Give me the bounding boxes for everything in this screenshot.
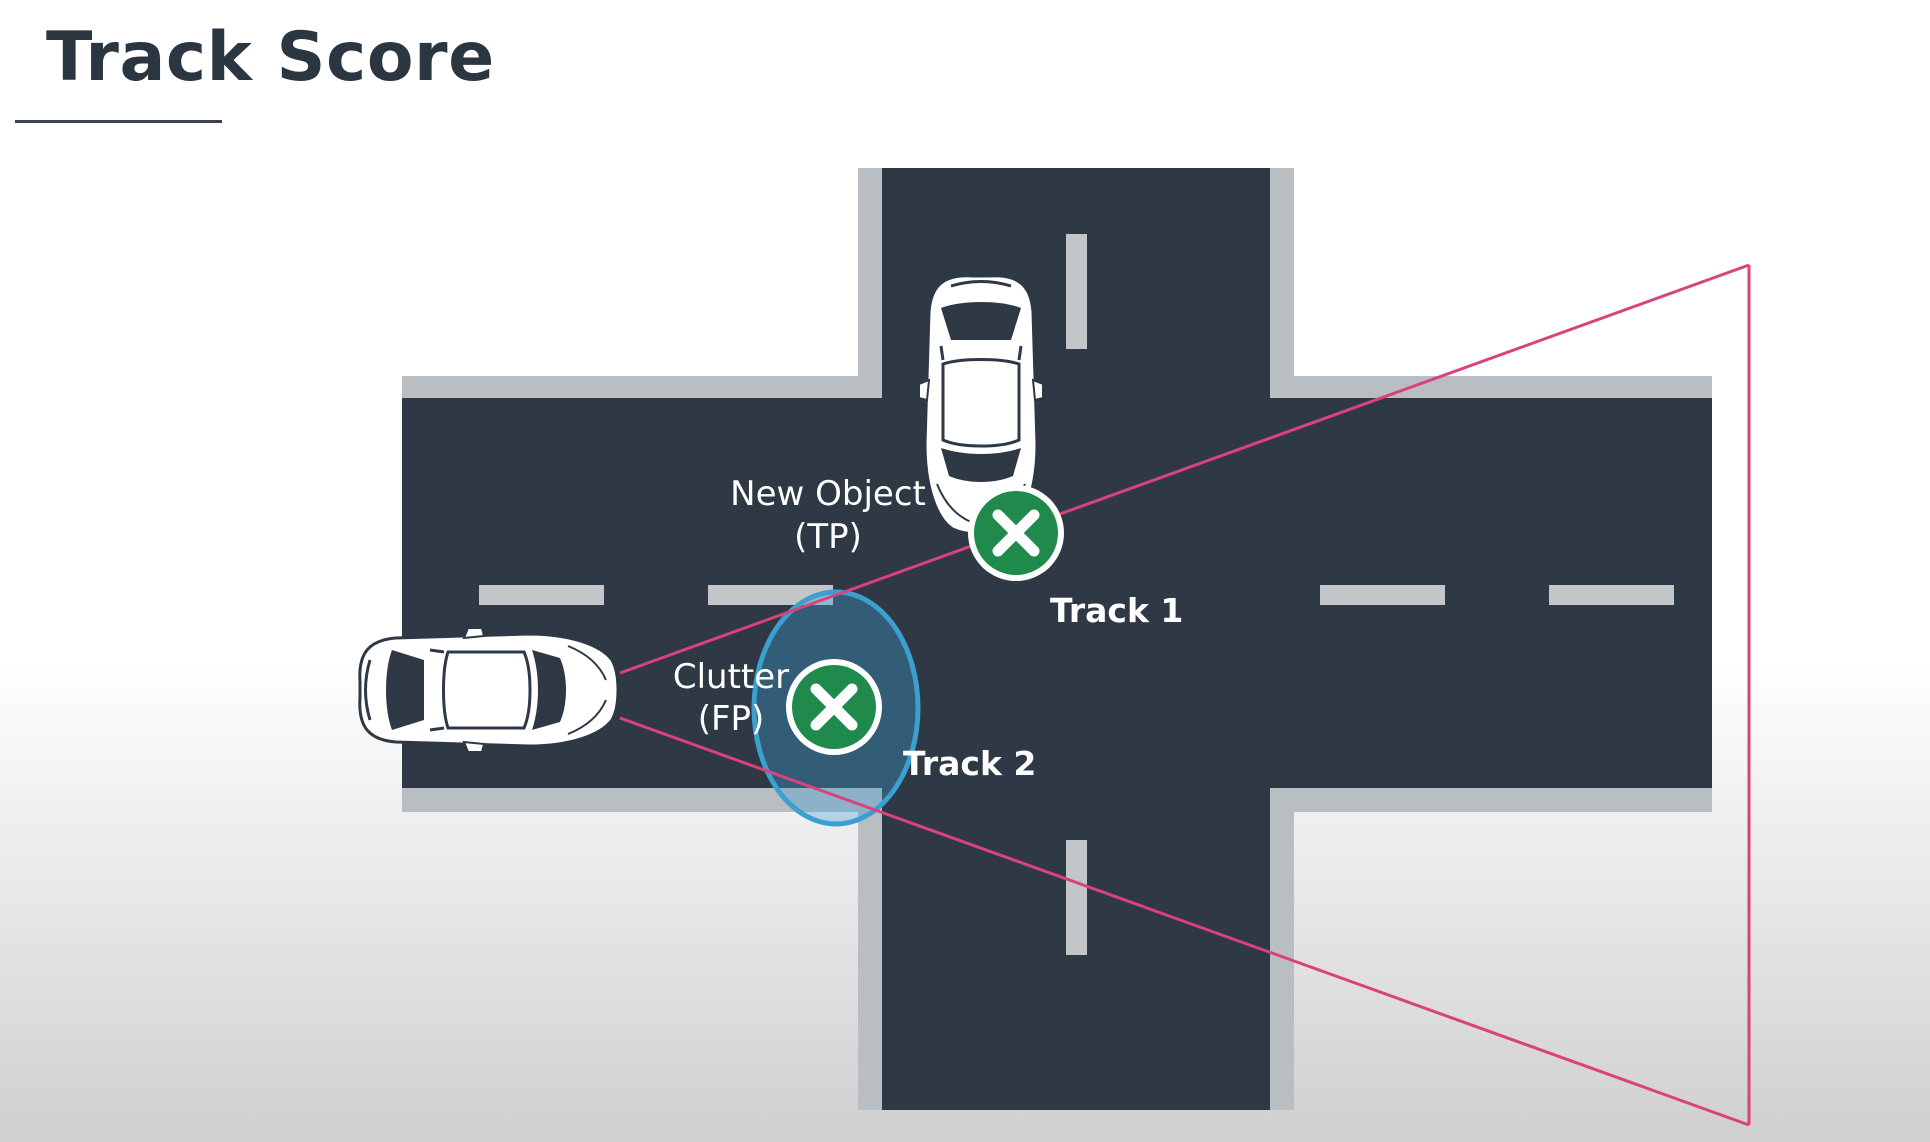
new-object-label: New Object <box>730 474 926 514</box>
title-underline <box>15 120 222 123</box>
new-object-type-label: (TP) <box>794 517 862 557</box>
detection-x-icon <box>968 485 1064 581</box>
clutter-x-icon <box>786 659 882 755</box>
lane-markings <box>479 234 1674 955</box>
clutter-type-label: (FP) <box>698 699 765 739</box>
track2-label: Track 2 <box>903 744 1036 783</box>
sensor-fov <box>619 263 1751 1127</box>
clutter-label: Clutter <box>673 657 789 697</box>
road-horizontal <box>402 398 1712 788</box>
track1-label: Track 1 <box>1050 591 1183 630</box>
slide-title: Track Score <box>46 18 495 97</box>
ego-car-icon <box>358 626 620 754</box>
